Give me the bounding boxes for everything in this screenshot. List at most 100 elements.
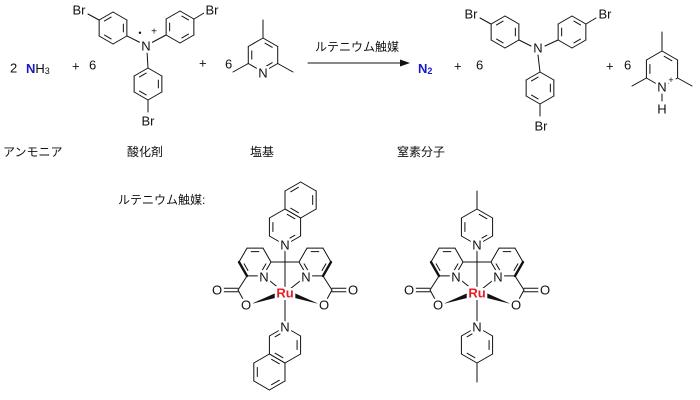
pyridinium-hydrogen: H xyxy=(657,102,666,117)
isoquinoline-benzo-ring-edge xyxy=(284,181,302,192)
bipyridine-nitrogen: N xyxy=(493,270,502,285)
bipyridine-ring-edge xyxy=(322,247,332,263)
bipyridine-nitrogen: N xyxy=(301,270,310,285)
ammonia-nitrogen: N xyxy=(26,61,35,76)
isoquinoline-benzo-ring-edge xyxy=(300,208,317,219)
bond xyxy=(514,275,525,291)
axial-pyridine-ring-double-bond xyxy=(478,213,488,220)
aryl-ring-edge xyxy=(557,39,573,49)
aryl-ring-double-bond xyxy=(531,76,539,82)
oxidant-coefficient: 6 xyxy=(89,58,96,73)
axial-nitrogen: N xyxy=(280,238,289,253)
wedge-bond xyxy=(483,292,511,304)
isoquinoline-benzo-ring-double-bond xyxy=(290,186,299,193)
isoquinoline-benzo-ring-edge xyxy=(300,181,317,192)
wedge-bond xyxy=(443,292,471,304)
bipyridine-nitrogen: N xyxy=(259,270,268,285)
pyridine-ring-double-bond xyxy=(264,42,273,48)
axial-pyridine-ring-edge xyxy=(476,208,494,219)
aryl-ring-edge xyxy=(133,91,149,101)
base-coefficient: 6 xyxy=(225,57,232,72)
aryl-ring-edge xyxy=(112,11,128,21)
label-oxidant: 酸化剤 xyxy=(127,144,163,159)
axial-pyridine-ring-edge xyxy=(476,326,494,337)
n2-nitrogen: N xyxy=(418,61,427,76)
carboxylate-oxygen: O xyxy=(511,298,521,313)
bipyridine-nitrogen: N xyxy=(451,270,460,285)
plus-sign-1: + xyxy=(72,59,80,74)
axial-pyridine-ring-double-bond xyxy=(478,234,488,241)
axial-pyridine-ring-edge xyxy=(460,235,478,246)
bipyridine-ring-double-bond xyxy=(303,263,309,271)
bond xyxy=(150,34,167,44)
n2-subscript: 2 xyxy=(427,66,432,76)
bond xyxy=(544,39,559,47)
aryl-ring-edge xyxy=(539,95,555,105)
aryl-ring-edge xyxy=(133,67,149,77)
isoquinoline-benzo-ring-double-bond xyxy=(290,207,299,214)
aryl-ring-edge xyxy=(147,67,163,77)
bipyridine-ring-edge xyxy=(490,261,500,277)
aryl-ring-edge xyxy=(490,39,506,49)
axial-pyridine-ring-double-bond xyxy=(274,352,284,359)
axial-pyridine-ring-edge xyxy=(268,326,286,337)
bipyridine-ring-edge xyxy=(262,261,272,277)
isoquinoline-benzo-ring-edge xyxy=(253,380,270,391)
wedge-bond xyxy=(251,292,279,304)
carbonyl-oxygen: O xyxy=(540,283,550,298)
pyridine-ring-double-bond xyxy=(264,62,273,68)
bond xyxy=(429,275,440,291)
isoquinoline-benzo-ring-edge xyxy=(284,208,302,219)
carboxylate-oxygen: O xyxy=(241,298,251,313)
bipyridine-ring-edge xyxy=(490,247,500,263)
aryl-ring-edge xyxy=(525,71,541,81)
bold-bond xyxy=(513,260,525,278)
isoquinoline-benzo-ring-edge xyxy=(268,380,286,391)
aryl-ring-edge xyxy=(165,10,181,20)
ammonia-formula: NH3 xyxy=(26,61,50,77)
bond xyxy=(479,17,492,25)
bipyridine-ring-double-bond xyxy=(243,263,249,271)
aminium-nitrogen: N xyxy=(141,39,150,54)
bold-bond xyxy=(321,260,333,278)
axial-pyridine-ring-edge xyxy=(460,208,478,219)
axial-pyridine-ring-edge xyxy=(284,353,302,364)
radical-dot: • xyxy=(138,28,141,38)
isoquinoline-benzo-ring-edge xyxy=(253,353,270,364)
aryl-ring-edge xyxy=(539,71,555,81)
bipyridine-ring-double-bond xyxy=(453,263,459,271)
pyridinium-nitrogen: N xyxy=(657,80,666,95)
aryl-ring-edge xyxy=(490,15,506,25)
plus-sign-3: + xyxy=(454,59,462,74)
pyridinium-ring-double-bond xyxy=(663,76,673,83)
label-ammonia: アンモニア xyxy=(3,145,63,159)
aryl-ring-edge xyxy=(557,15,573,25)
axial-pyridine-ring-edge xyxy=(476,235,494,246)
ruthenium-center: Ru xyxy=(468,286,485,301)
aryl-ring-double-bond xyxy=(139,72,147,78)
aryl-ring-edge xyxy=(179,34,195,44)
aryl-ring-edge xyxy=(147,91,163,101)
methyl-bond xyxy=(631,77,647,87)
bromine-atom: Br xyxy=(206,3,220,18)
bromine-atom: Br xyxy=(599,7,613,22)
bond xyxy=(126,35,142,44)
bipyridine-ring-double-bond xyxy=(435,263,441,271)
bond xyxy=(537,54,541,73)
aryl-ring-double-bond xyxy=(573,38,581,44)
plus-sign-4: + xyxy=(606,59,614,74)
bipyridine-ring-edge xyxy=(298,247,308,263)
bipyridine-ring-edge xyxy=(262,247,272,263)
bipyridine-ring-double-bond xyxy=(513,263,519,271)
aryl-ring-edge xyxy=(525,95,541,105)
axial-pyridine-ring-edge xyxy=(284,235,302,246)
plus-sign-2: + xyxy=(199,56,207,71)
axial-nitrogen: N xyxy=(472,320,481,335)
ammonia-hydrogen: H xyxy=(35,61,44,76)
aryl-ring-edge xyxy=(165,34,181,44)
aryl-ring-double-bond xyxy=(139,90,147,96)
carbonyl-oxygen: O xyxy=(348,283,358,298)
aryl-ring-double-bond xyxy=(104,34,112,40)
bipyridine-ring-edge xyxy=(454,247,464,263)
bond xyxy=(325,289,333,302)
